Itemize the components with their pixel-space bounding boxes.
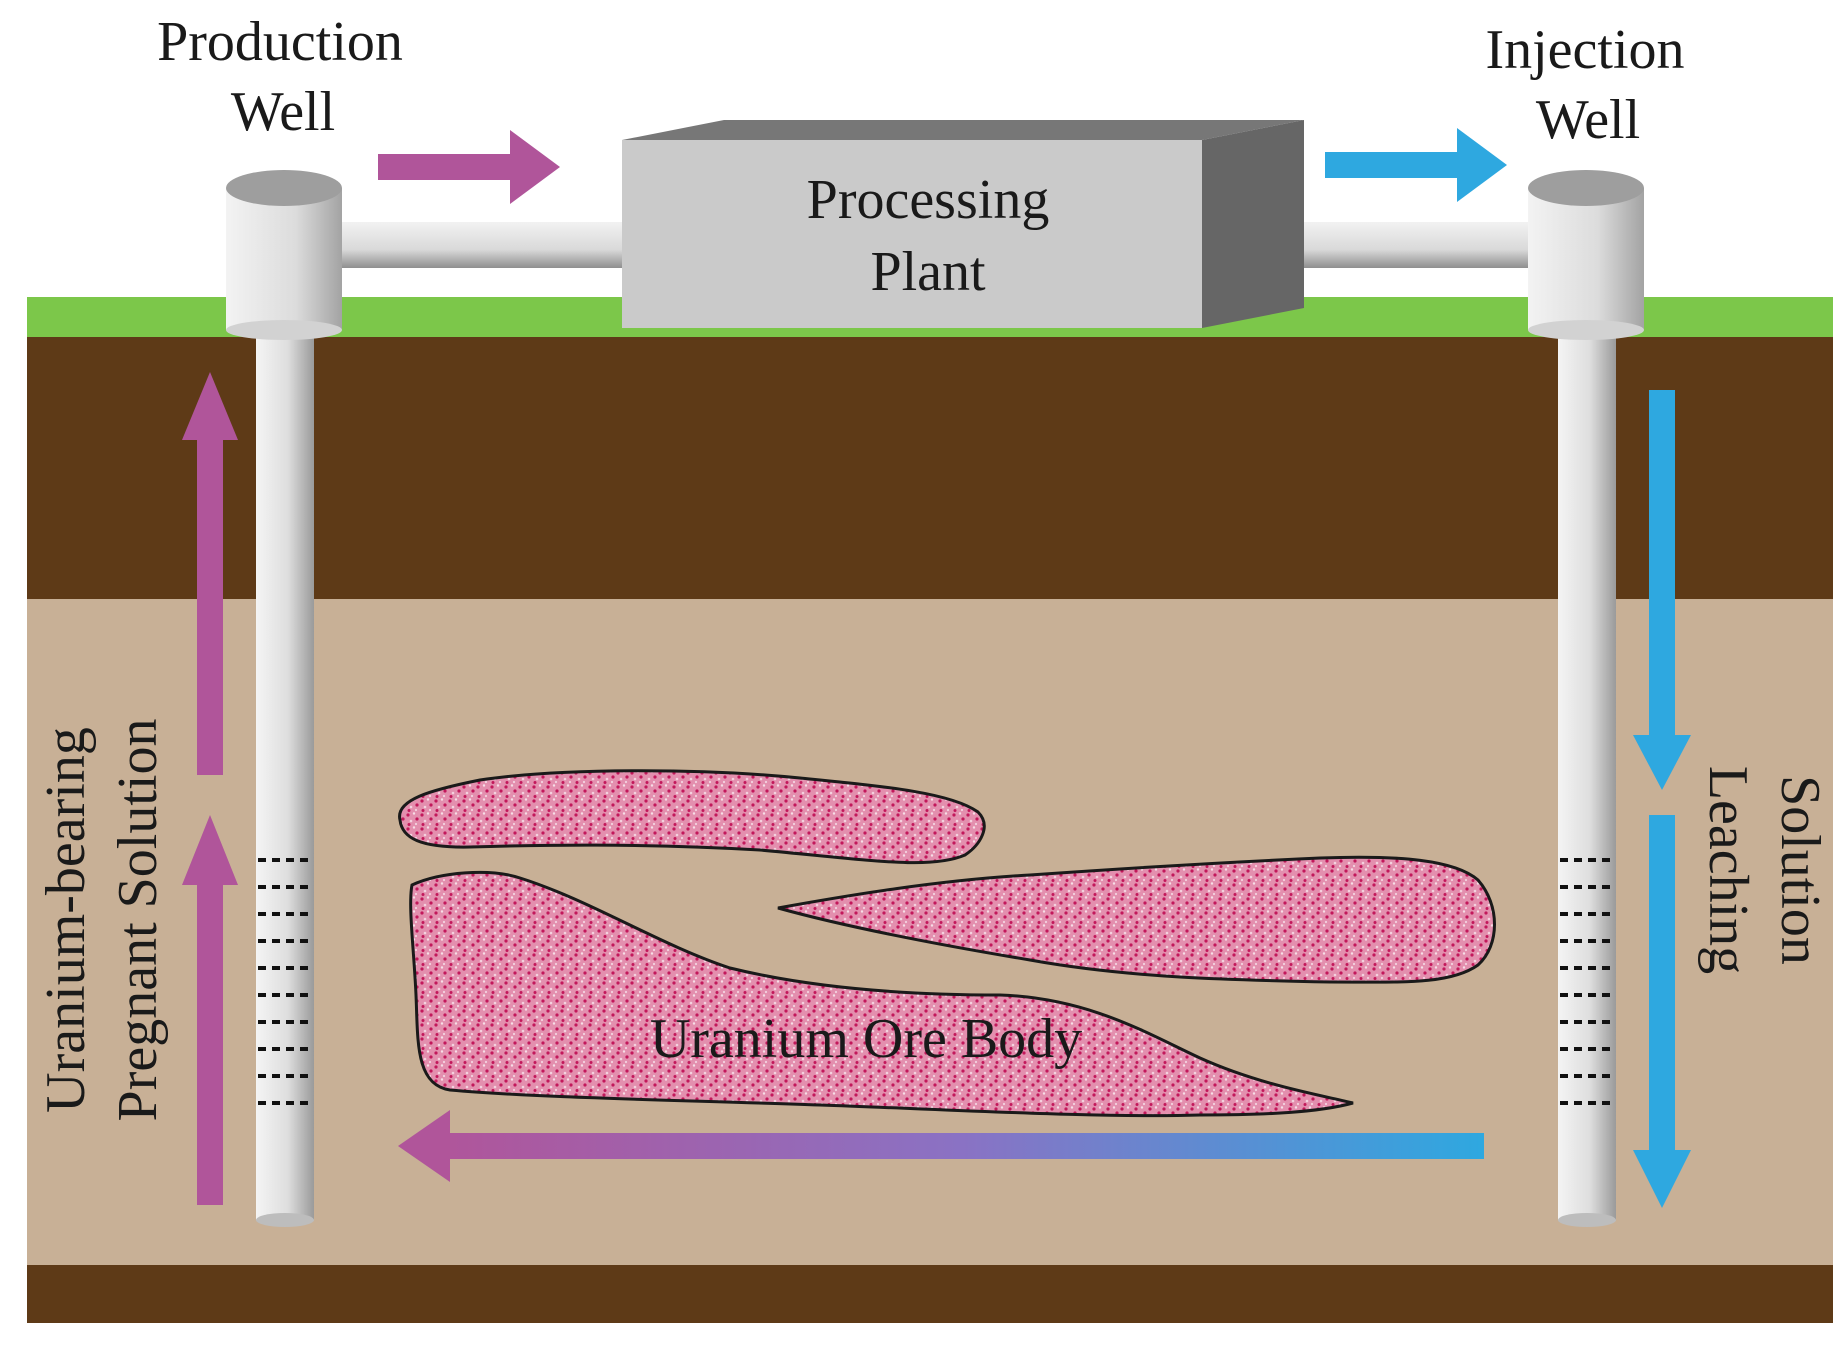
processing-plant-label-line1: Processing [807, 169, 1050, 231]
production-well-label-line1: Production [157, 11, 403, 73]
processing-plant [622, 120, 1304, 328]
injection-well [1528, 170, 1644, 1227]
subsurface-flow-arrow [398, 1110, 1484, 1182]
ore-lens-main [409, 870, 1354, 1118]
processing-plant-label-line2: Plant [870, 241, 986, 303]
pregnant-solution-label: Uranium-bearing Pregnant Solution [35, 719, 169, 1122]
ore-body-label: Uranium Ore Body [650, 1008, 1082, 1070]
topsoil-layer [27, 337, 1833, 599]
production-well-label-line2: Well [231, 81, 335, 143]
leaching-solution-label-line2: Solution [1769, 775, 1831, 965]
ore-lens-upper [398, 769, 986, 865]
production-to-plant-arrow [378, 130, 560, 204]
leaching-solution-label: Leaching Solution [1697, 766, 1831, 974]
production-well [226, 170, 342, 1227]
surface-pipes [330, 222, 1555, 268]
ore-lens-right [777, 855, 1496, 984]
injection-well-screen [1560, 858, 1616, 1105]
pregnant-solution-label-line1: Uranium-bearing [35, 727, 97, 1113]
ore-body [398, 769, 1496, 1118]
pregnant-solution-label-line2: Pregnant Solution [107, 719, 169, 1122]
plant-to-injection-arrow [1325, 128, 1507, 202]
pregnant-solution-arrows [182, 372, 238, 1205]
production-well-screen [258, 858, 314, 1105]
leaching-solution-arrows [1633, 390, 1691, 1208]
injection-well-label-line2: Well [1536, 89, 1640, 151]
injection-well-label-line1: Injection [1485, 19, 1684, 81]
leaching-solution-label-line1: Leaching [1697, 766, 1759, 974]
bedrock-layer [27, 1265, 1833, 1323]
flow-arrows [182, 128, 1691, 1208]
